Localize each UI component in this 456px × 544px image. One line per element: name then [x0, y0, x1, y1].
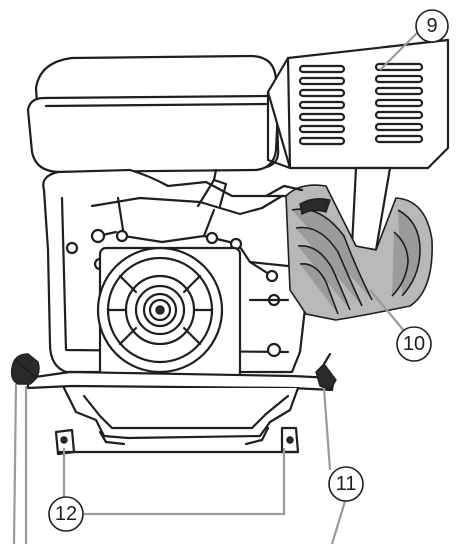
callout-10-label: 10: [403, 333, 425, 355]
callout-12: 12: [48, 496, 84, 532]
oil-filler-cap-left: [10, 353, 40, 385]
callout-11: 11: [328, 466, 364, 502]
callout-12-label: 12: [55, 503, 77, 525]
recoil-starter: [96, 246, 242, 384]
callout-11-label: 11: [336, 473, 357, 495]
muffler: [266, 38, 450, 252]
cylinder-fins: [264, 184, 433, 321]
callout-9-label: 9: [426, 15, 437, 37]
fuel-tank: [26, 54, 280, 174]
callout-9: 9: [415, 9, 449, 43]
leader-lines: [12, 29, 421, 544]
oil-filler-cap-right: [315, 352, 337, 391]
callout-10: 10: [396, 326, 432, 362]
oil-pan: [26, 370, 336, 456]
